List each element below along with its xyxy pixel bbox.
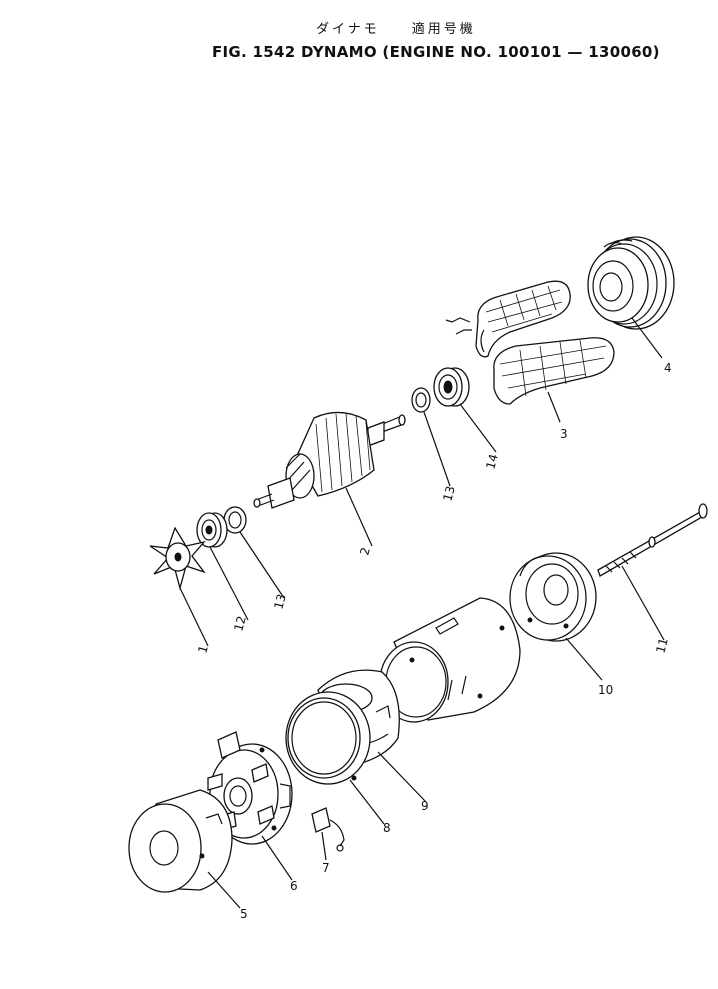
part-label-2: 2: [357, 546, 373, 557]
part-3-field-coils: [445, 280, 615, 405]
part-6-brush-holder: [207, 731, 293, 845]
yoke-housing: [379, 597, 521, 723]
part-label-1: 1: [195, 644, 211, 655]
part-5-end-frame: [128, 789, 233, 893]
part-label-7: 7: [322, 861, 330, 875]
part-label-9: 9: [421, 799, 429, 813]
part-10-end-cover: [509, 552, 597, 642]
part-label-8: 8: [383, 821, 391, 835]
figure-title-japanese: ダイナモ 適用号機: [316, 22, 476, 37]
figure-title: FIG. 1542 DYNAMO (ENGINE NO. 100101 — 13…: [212, 43, 660, 61]
part-7-brush: [311, 807, 345, 852]
part-2-armature: [253, 411, 406, 509]
part-12-bearing: [196, 512, 228, 548]
part-label-4: 4: [664, 361, 672, 375]
part-13-washer-upper: [411, 387, 431, 413]
part-label-14: 14: [483, 452, 500, 470]
part-8-ring: [285, 691, 371, 785]
part-11-through-bolt: [597, 503, 708, 577]
part-label-11: 11: [653, 636, 670, 654]
part-14-bearing: [433, 367, 470, 407]
part-4-pulley: [587, 236, 675, 330]
part-13-washer-lower: [223, 506, 247, 534]
part-label-3: 3: [560, 427, 568, 441]
part-label-13-upper: 13: [440, 484, 457, 502]
part-label-10: 10: [598, 683, 613, 697]
part-1-fan: [149, 526, 206, 591]
part-label-5: 5: [240, 907, 248, 921]
part-label-6: 6: [290, 879, 298, 893]
part-label-12: 12: [231, 614, 248, 632]
part-label-13-lower: 13: [271, 592, 288, 610]
